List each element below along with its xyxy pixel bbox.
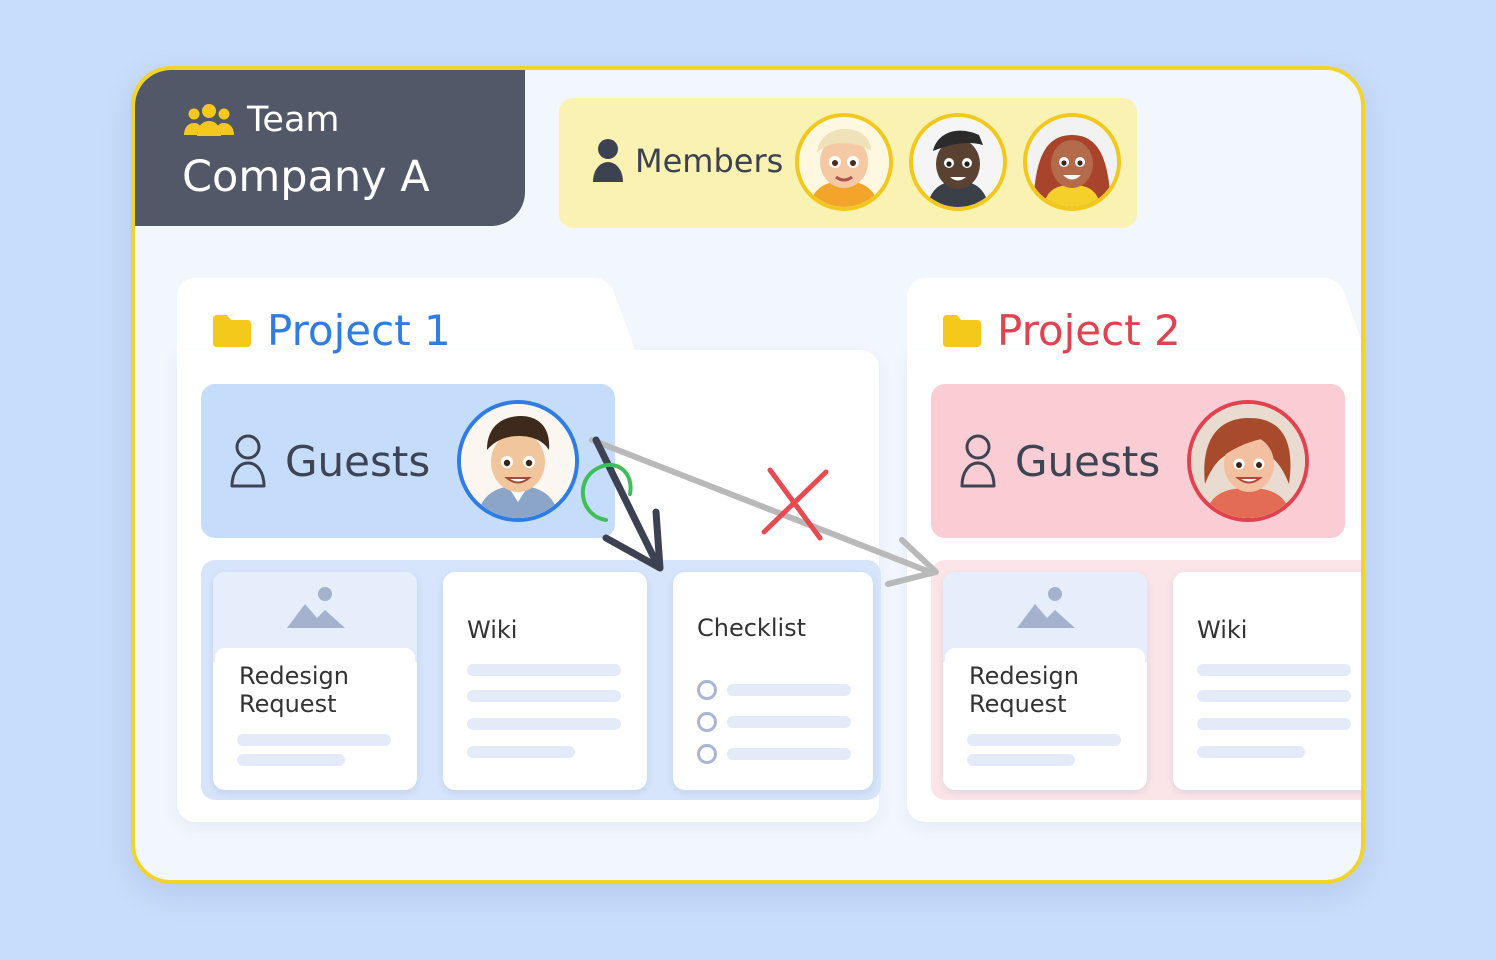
image-icon (1017, 587, 1075, 628)
team-icon (184, 104, 234, 136)
wiki-card[interactable]: Wiki (1173, 572, 1361, 790)
card-title: Wiki (1197, 616, 1248, 644)
person-icon (593, 139, 623, 182)
guests-label: Guests (1015, 436, 1161, 486)
guest-avatar[interactable] (457, 400, 579, 522)
checkbox[interactable] (697, 712, 717, 732)
project-1-items: Redesign Request Wiki Checklist (201, 560, 881, 800)
members-label: Members (635, 142, 784, 180)
card-title: Wiki (467, 616, 518, 644)
project-1-folder: Project 1 Guests (177, 278, 883, 822)
folder-icon (213, 314, 251, 347)
team-frame: Team Company A Members (131, 66, 1365, 884)
avatar-face (1191, 404, 1305, 518)
avatar-face (799, 117, 889, 207)
project-title: Project 2 (997, 306, 1181, 355)
project-2-guests: Guests (931, 384, 1345, 538)
guests-label: Guests (285, 436, 431, 486)
avatar-face (461, 404, 575, 518)
project-1-guests: Guests (201, 384, 615, 538)
card-title: Redesign Request (969, 662, 1079, 718)
team-header: Team Company A (135, 70, 525, 226)
team-label: Team (247, 100, 340, 140)
members-panel: Members (559, 98, 1137, 228)
wiki-card[interactable]: Wiki (443, 572, 647, 790)
redesign-request-card[interactable]: Redesign Request (213, 572, 417, 790)
member-avatar[interactable] (909, 113, 1007, 211)
guest-avatar[interactable] (1187, 400, 1309, 522)
card-title: Checklist (697, 614, 807, 642)
image-icon (287, 587, 345, 628)
project-2-items: Redesign Request Wiki (931, 560, 1361, 800)
team-name: Company A (182, 152, 430, 202)
avatar-face (913, 117, 1003, 207)
card-title: Redesign Request (239, 662, 349, 718)
guest-person-icon (960, 434, 996, 488)
project-2-folder: Project 2 Guests (907, 278, 1361, 822)
avatar-face (1027, 117, 1117, 207)
member-avatar[interactable] (795, 113, 893, 211)
checkbox[interactable] (697, 680, 717, 700)
checkbox[interactable] (697, 744, 717, 764)
folder-icon (943, 314, 981, 347)
member-avatar[interactable] (1023, 113, 1121, 211)
guest-person-icon (230, 434, 266, 488)
checklist-card[interactable]: Checklist (673, 572, 873, 790)
project-title: Project 1 (267, 306, 451, 355)
redesign-request-card[interactable]: Redesign Request (943, 572, 1147, 790)
